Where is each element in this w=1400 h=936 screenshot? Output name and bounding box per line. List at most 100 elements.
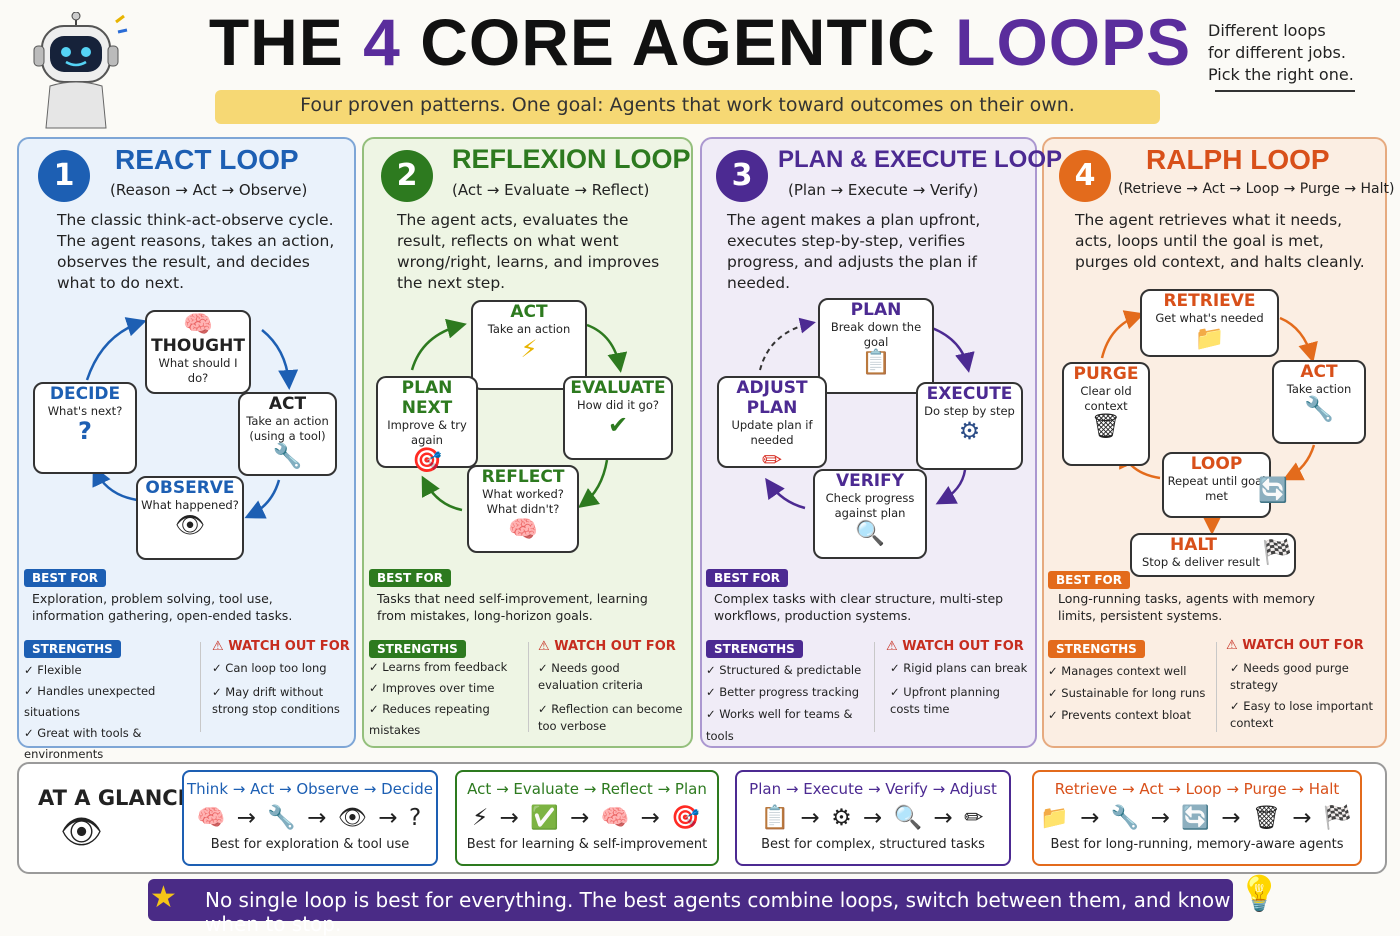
watch-out-list: ✓ Can loop too long ✓ May drift without … bbox=[212, 660, 352, 718]
node-subtitle: What's next? bbox=[47, 404, 123, 418]
panel-title: REACT LOOP bbox=[115, 144, 299, 175]
node-subtitle: What should I do? bbox=[158, 356, 238, 385]
node-subtitle: What happened? bbox=[141, 498, 239, 512]
eye-icon: 👁 bbox=[174, 511, 206, 539]
node-title: DECIDE bbox=[49, 384, 121, 404]
node-title: PLAN bbox=[850, 300, 902, 320]
node-subtitle: Improve & try again bbox=[387, 418, 467, 447]
question-icon: ? bbox=[78, 417, 92, 445]
list-item: ✓ Learns from feedback bbox=[369, 660, 508, 674]
node-subtitle: Take an action (using a tool) bbox=[246, 414, 329, 443]
page-subtitle: Four proven patterns. One goal: Agents t… bbox=[300, 94, 1075, 116]
reflexion-cycle-arrows bbox=[410, 318, 628, 512]
watch-out-label: ⚠ WATCH OUT FOR bbox=[538, 639, 676, 654]
glance-icons: 📁 → 🔧 → 🔄 → 🗑 → 🏁 bbox=[1040, 805, 1354, 831]
node-title: EXECUTE bbox=[926, 384, 1013, 404]
lightning-icon: ⚡ bbox=[520, 335, 538, 363]
list-item: ✓ Structured & predictable bbox=[706, 663, 862, 677]
glance-box-react: Think → Act → Observe → Decide 🧠 → 🔧 → 👁… bbox=[182, 770, 438, 866]
strengths-list: ✓ Structured & predictable ✓ Better prog… bbox=[706, 659, 876, 747]
watch-out-list: ✓ Needs good evaluation criteria ✓ Refle… bbox=[538, 660, 683, 735]
node-execute: EXECUTE Do step by step ⚙ bbox=[916, 382, 1023, 470]
node-title: ACT bbox=[268, 394, 307, 414]
node-retrieve: RETRIEVE Get what's needed 📁 bbox=[1140, 289, 1279, 357]
strengths-label: STRENGTHS bbox=[369, 640, 466, 658]
node-subtitle: Get what's needed bbox=[1155, 311, 1264, 325]
strengths-list: ✓ Flexible ✓ Handles unexpected situatio… bbox=[24, 660, 204, 765]
list-item: ✓ Works well for teams & tools bbox=[706, 707, 853, 743]
list-item: ✓ Easy to lose important context bbox=[1230, 699, 1374, 730]
node-title: HALT bbox=[1170, 535, 1217, 555]
footer-text: No single loop is best for everything. T… bbox=[205, 888, 1231, 936]
best-for-label: BEST FOR bbox=[706, 569, 788, 587]
panel-description: The agent retrieves what it needs, acts,… bbox=[1075, 211, 1365, 271]
glance-icons: ⚡ → ✅ → 🧠 → 🎯 bbox=[472, 805, 702, 831]
divider bbox=[874, 642, 875, 732]
glance-caption: Best for learning & self-improvement bbox=[466, 837, 708, 852]
pencil-icon: ✏ bbox=[761, 446, 783, 474]
list-item: ✓ Flexible bbox=[24, 663, 82, 677]
watch-out-label: ⚠ WATCH OUT FOR bbox=[1226, 638, 1364, 653]
list-item: ✓ Sustainable for long runs bbox=[1048, 686, 1206, 700]
node-evaluate: EVALUATE How did it go? ✔ bbox=[563, 376, 673, 460]
strengths-label: STRENGTHS bbox=[1048, 640, 1145, 658]
panel-number-badge: 3 bbox=[716, 150, 768, 202]
gear-icon: ⚙ bbox=[958, 417, 981, 445]
glance-caption: Best for complex, structured tasks bbox=[761, 837, 985, 852]
node-verify: VERIFY Check progress against plan 🔍 bbox=[813, 469, 927, 559]
glance-sequence: Plan → Execute → Verify → Adjust bbox=[749, 780, 997, 798]
subtitle-highlight bbox=[215, 90, 1160, 124]
panel-number-badge: 2 bbox=[381, 150, 433, 202]
folder-icon: 📁 bbox=[1194, 324, 1225, 352]
watch-out-label: ⚠ WATCH OUT FOR bbox=[886, 639, 1024, 654]
page-title: THE 4 CORE AGENTIC LOOPS bbox=[208, 5, 1192, 79]
panel-description: The agent acts, evaluates the result, re… bbox=[397, 211, 660, 292]
list-item: ✓ May drift without strong stop conditio… bbox=[212, 685, 340, 716]
glance-caption: Best for exploration & tool use bbox=[210, 837, 410, 852]
node-thought: 🧠 THOUGHT What should I do? bbox=[145, 310, 251, 394]
best-for-label: BEST FOR bbox=[24, 569, 106, 587]
checkmark-icon: ✔ bbox=[607, 411, 629, 439]
list-item: ✓ Reduces repeating mistakes bbox=[369, 702, 490, 737]
node-title: PLAN NEXT bbox=[401, 378, 453, 418]
side-note: Different loops for different jobs. Pick… bbox=[1208, 21, 1354, 84]
panel-subtitle: (Reason → Act → Observe) bbox=[110, 181, 308, 199]
list-item: ✓ Better progress tracking bbox=[706, 685, 860, 699]
node-subtitle: What worked? What didn't? bbox=[482, 487, 564, 516]
node-title: REFLECT bbox=[481, 467, 565, 487]
node-title: ACT bbox=[510, 302, 548, 322]
divider bbox=[528, 642, 529, 732]
brain-icon: 🧠 bbox=[183, 310, 213, 338]
warning-icon: ⚠ bbox=[538, 639, 550, 654]
node-plan: PLAN Break down the goal 📋 bbox=[818, 298, 934, 394]
glance-icons: 📋 → ⚙ → 🔍 → ✏ bbox=[760, 805, 986, 831]
list-item: ✓ Needs good evaluation criteria bbox=[538, 661, 643, 692]
node-reflect: REFLECT What worked? What didn't? 🧠 bbox=[467, 465, 579, 553]
node-adjust-plan: ADJUST PLAN Update plan if needed ✏ bbox=[717, 376, 827, 472]
node-halt: HALT Stop & deliver result bbox=[1130, 533, 1296, 577]
node-observe: OBSERVE What happened? 👁 bbox=[136, 476, 244, 560]
glance-icons: 🧠 → 🔧 → 👁 → ? bbox=[196, 805, 424, 831]
divider bbox=[1216, 642, 1217, 732]
best-for-text: Exploration, problem solving, tool use, … bbox=[32, 591, 293, 623]
best-for-text: Long-running tasks, agents with memory l… bbox=[1058, 591, 1316, 623]
wrench-icon: 🔧 bbox=[272, 442, 303, 470]
node-title: ACT bbox=[1300, 362, 1338, 382]
side-note-underline bbox=[1215, 90, 1355, 92]
node-title: VERIFY bbox=[835, 471, 905, 491]
glance-box-ralph: Retrieve → Act → Loop → Purge → Halt 📁 →… bbox=[1032, 770, 1362, 866]
strengths-list: ✓ Learns from feedback ✓ Improves over t… bbox=[369, 657, 529, 741]
glance-sequence: Think → Act → Observe → Decide bbox=[186, 780, 434, 798]
trash-icon: 🗑 bbox=[1090, 412, 1122, 440]
node-subtitle: Take an action bbox=[487, 322, 571, 336]
watch-out-label: ⚠ WATCH OUT FOR bbox=[212, 639, 350, 654]
list-item: ✓ Great with tools & environments bbox=[24, 726, 142, 761]
magnifier-icon: 🔍 bbox=[855, 519, 885, 547]
panel-title: REFLEXION LOOP bbox=[452, 144, 691, 174]
node-purge: PURGE Clear old context 🗑 bbox=[1062, 362, 1150, 466]
node-act: ACT Take an action (using a tool) 🔧 bbox=[238, 392, 337, 476]
best-for-text: Tasks that need self-improvement, learni… bbox=[377, 591, 648, 623]
glance-box-reflexion: Act → Evaluate → Reflect → Plan ⚡ → ✅ → … bbox=[455, 770, 719, 866]
list-item: ✓ Prevents context bloat bbox=[1048, 708, 1191, 722]
node-act: ACT Take action 🔧 bbox=[1272, 360, 1366, 444]
